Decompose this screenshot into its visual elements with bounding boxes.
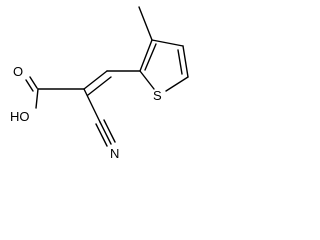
bond-nitrile-triple-c: [95, 123, 108, 147]
bond-alkene-double-a: [83, 70, 108, 90]
bond-nitrile-triple-a: [99, 121, 112, 145]
bond-ring-sulfur-c2: [139, 70, 155, 90]
bond-ring-c3-c4: [151, 39, 184, 47]
atom-label-sulfur: S: [153, 88, 162, 103]
atom-label-hydroxyl: HO: [10, 109, 30, 124]
bond-acid-carbon-hydroxyl: [35, 88, 39, 109]
bond-ring-methyl: [138, 6, 153, 41]
bond-ring-c5-sulfur: [165, 76, 189, 92]
bond-ring-c4-c5-inner: [177, 49, 183, 75]
bond-alkene-double-b: [87, 76, 112, 96]
bond-ring-c4-c5: [182, 45, 189, 78]
atom-label-nitrogen: N: [110, 146, 119, 161]
bond-ring-c2-c3: [139, 39, 153, 72]
bond-nitrile-triple-b: [103, 119, 116, 143]
molecule-structure: O HO S N: [10, 6, 189, 161]
bond-carbonyl-double-a: [29, 76, 38, 89]
bond-alpha-nitrile-carbon: [83, 88, 101, 123]
atom-label-carbonyl-oxygen: O: [13, 64, 23, 79]
bond-ring-c2-c3-inner: [144, 43, 157, 71]
bond-carbonyl-double-b: [25, 79, 34, 92]
